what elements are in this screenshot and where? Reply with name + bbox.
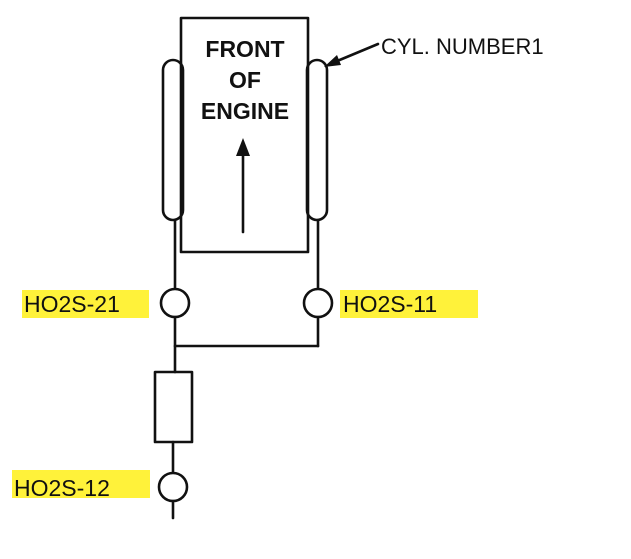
sensor-ho2s-12 [157, 471, 189, 503]
label-ho2s-21: HO2S-21 [24, 291, 120, 317]
sensor-ho2s-11 [302, 287, 334, 319]
left-exhaust-manifold [161, 58, 185, 222]
highlight-ho2s-21 [22, 290, 149, 318]
label-ho2s-12: HO2S-12 [14, 475, 110, 501]
label-ho2s-11: HO2S-11 [343, 291, 437, 317]
sensor-ho2s-21 [159, 287, 191, 319]
right-exhaust-manifold [305, 58, 329, 222]
engine-label-line-2: OF [229, 67, 261, 93]
engine-label-line-1: FRONT [205, 36, 284, 62]
highlight-ho2s-11 [340, 290, 478, 318]
engine-label-line-3: ENGINE [201, 98, 289, 124]
catalytic-converter [153, 370, 194, 444]
cylinder-leader-arrowhead [324, 55, 341, 67]
front-arrow-head [236, 138, 250, 156]
highlight-ho2s-12 [12, 470, 150, 498]
cylinder-label: CYL. NUMBER1 [381, 34, 544, 59]
